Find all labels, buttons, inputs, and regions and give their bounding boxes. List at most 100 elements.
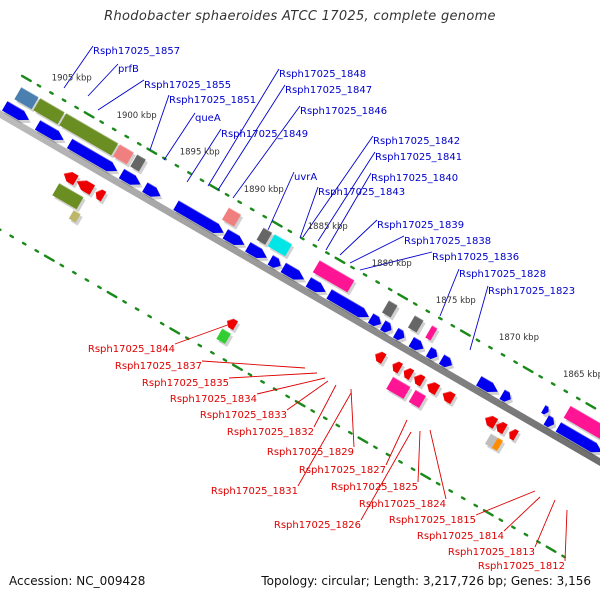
reverse-cds-arrow[interactable]	[508, 428, 521, 444]
gene-label-forward[interactable]: Rsph17025_1846	[300, 106, 387, 117]
gene-box-orange[interactable]	[491, 436, 506, 454]
scale-tick	[237, 200, 243, 205]
gene-box-pink[interactable]	[386, 376, 413, 402]
gene-label-forward[interactable]: Rsph17025_1836	[432, 252, 519, 263]
reverse-cds-arrow-highlight	[413, 373, 421, 378]
gene-label-forward[interactable]: uvrA	[294, 172, 317, 183]
forward-cds-arrow[interactable]	[555, 421, 600, 456]
gene-label-forward[interactable]: Rsph17025_1823	[488, 286, 575, 297]
reverse-cds-arrow[interactable]	[63, 171, 81, 189]
reverse-cds-arrow[interactable]	[76, 179, 98, 198]
gene-label-reverse[interactable]: Rsph17025_1832	[227, 427, 314, 438]
gene-box-pink[interactable]	[563, 405, 600, 443]
reverse-cds-arrow[interactable]	[413, 373, 428, 390]
forward-cds-arrow[interactable]	[476, 375, 500, 396]
gene-box-gray[interactable]	[381, 299, 400, 321]
forward-cds-arrow[interactable]	[326, 288, 371, 321]
gene-label-reverse[interactable]: Rsph17025_1824	[359, 499, 446, 510]
gene-box-gray[interactable]	[256, 226, 275, 248]
reverse-cds-arrow[interactable]	[226, 317, 241, 334]
gene-box-blue[interactable]	[14, 86, 41, 113]
gene-box-salmon[interactable]	[221, 206, 244, 230]
gene-label-reverse[interactable]: Rsph17025_1814	[417, 531, 504, 542]
gene-box-green-body	[216, 328, 232, 344]
forward-cds-arrow[interactable]	[408, 336, 426, 354]
gene-label-forward[interactable]: prfB	[118, 64, 139, 75]
gene-label-forward[interactable]: Rsph17025_1840	[371, 173, 458, 184]
gene-box-olive[interactable]	[33, 97, 67, 128]
gene-box-pink[interactable]	[408, 389, 429, 411]
scale-tick	[325, 251, 330, 255]
reverse-cds-arrow[interactable]	[95, 188, 109, 205]
forward-cds-arrow-highlight	[413, 336, 422, 342]
gene-label-forward[interactable]: Rsph17025_1842	[373, 136, 460, 147]
reverse-cds-arrow[interactable]	[392, 360, 406, 377]
gene-label-reverse[interactable]: Rsph17025_1826	[274, 520, 361, 531]
gene-label-reverse[interactable]: Rsph17025_1815	[389, 515, 476, 526]
reverse-cds-arrow[interactable]	[495, 421, 510, 438]
gene-label-reverse[interactable]: Rsph17025_1834	[170, 394, 257, 405]
gene-label-forward[interactable]: Rsph17025_1857	[93, 46, 180, 57]
reverse-cds-arrow[interactable]	[442, 390, 458, 408]
gene-box-khaki[interactable]	[68, 209, 83, 226]
forward-cds-arrow[interactable]	[66, 138, 120, 175]
gene-label-forward[interactable]: Rsph17025_1849	[221, 129, 308, 140]
gene-box-pink[interactable]	[312, 259, 357, 296]
forward-cds-arrow-highlight	[548, 414, 554, 419]
gene-label-forward[interactable]: Rsph17025_1828	[459, 269, 546, 280]
forward-cds-arrow[interactable]	[438, 353, 454, 371]
gene-label-reverse[interactable]: Rsph17025_1813	[448, 547, 535, 558]
forward-cds-arrow[interactable]	[499, 388, 513, 405]
forward-cds-arrow[interactable]	[367, 312, 384, 330]
gene-label-forward[interactable]: Rsph17025_1841	[375, 152, 462, 163]
gene-box-cyan[interactable]	[267, 233, 295, 260]
forward-cds-arrow[interactable]	[2, 100, 31, 124]
forward-cds-arrow[interactable]	[425, 346, 440, 363]
forward-cds-arrow[interactable]	[380, 319, 394, 336]
gene-box-salmon[interactable]	[112, 143, 136, 168]
forward-cds-arrow[interactable]	[173, 199, 226, 236]
gene-label-reverse[interactable]: Rsph17025_1837	[115, 361, 202, 372]
forward-cds-arrow[interactable]	[280, 261, 307, 283]
label-leader-line	[503, 496, 541, 532]
forward-cds-arrow[interactable]	[393, 327, 407, 344]
gene-label-reverse[interactable]: Rsph17025_1833	[200, 410, 287, 421]
reverse-cds-arrow[interactable]	[374, 350, 389, 367]
gene-label-reverse[interactable]: Rsph17025_1844	[88, 344, 175, 355]
gene-label-forward[interactable]: Rsph17025_1851	[169, 95, 256, 106]
gene-label-forward[interactable]: Rsph17025_1848	[279, 69, 366, 80]
gene-box-green[interactable]	[216, 327, 234, 347]
forward-cds-arrow[interactable]	[305, 276, 328, 296]
forward-cds-arrow[interactable]	[543, 414, 557, 431]
gene-label-reverse[interactable]: Rsph17025_1831	[211, 486, 298, 497]
gene-label-forward[interactable]: Rsph17025_1843	[318, 187, 405, 198]
gene-label-reverse[interactable]: Rsph17025_1835	[142, 378, 229, 389]
gene-label-reverse[interactable]: Rsph17025_1812	[478, 561, 565, 572]
label-leader-line	[360, 431, 412, 521]
gene-box-pink[interactable]	[425, 324, 440, 344]
gene-box-gray[interactable]	[407, 314, 426, 336]
gene-label-forward[interactable]: Rsph17025_1847	[285, 85, 372, 96]
gene-label-forward[interactable]: Rsph17025_1855	[144, 80, 231, 91]
gene-label-forward[interactable]: Rsph17025_1838	[404, 236, 491, 247]
reverse-cds-arrow[interactable]	[403, 367, 417, 383]
gene-label-reverse[interactable]: Rsph17025_1827	[299, 465, 386, 476]
gene-box-gray[interactable]	[130, 153, 148, 175]
forward-cds-arrow[interactable]	[118, 168, 143, 188]
scale-tick	[299, 236, 305, 241]
gene-label-forward[interactable]: Rsph17025_1839	[377, 220, 464, 231]
gene-label-reverse[interactable]: Rsph17025_1825	[331, 482, 418, 493]
gene-label-reverse[interactable]: Rsph17025_1829	[267, 447, 354, 458]
scale-tick	[249, 207, 255, 212]
forward-cds-arrow[interactable]	[222, 228, 247, 249]
reverse-cds-arrow[interactable]	[426, 381, 443, 399]
gene-label-forward[interactable]: queA	[195, 113, 221, 124]
forward-cds-arrow[interactable]	[245, 241, 269, 262]
gene-box-olive[interactable]	[59, 112, 121, 159]
forward-cds-arrow[interactable]	[541, 404, 551, 418]
reverse-cds-arrow[interactable]	[484, 415, 501, 432]
gene-box-olive[interactable]	[52, 182, 86, 213]
forward-cds-arrow[interactable]	[267, 254, 283, 271]
forward-cds-arrow[interactable]	[142, 181, 163, 200]
forward-cds-arrow[interactable]	[34, 119, 66, 144]
